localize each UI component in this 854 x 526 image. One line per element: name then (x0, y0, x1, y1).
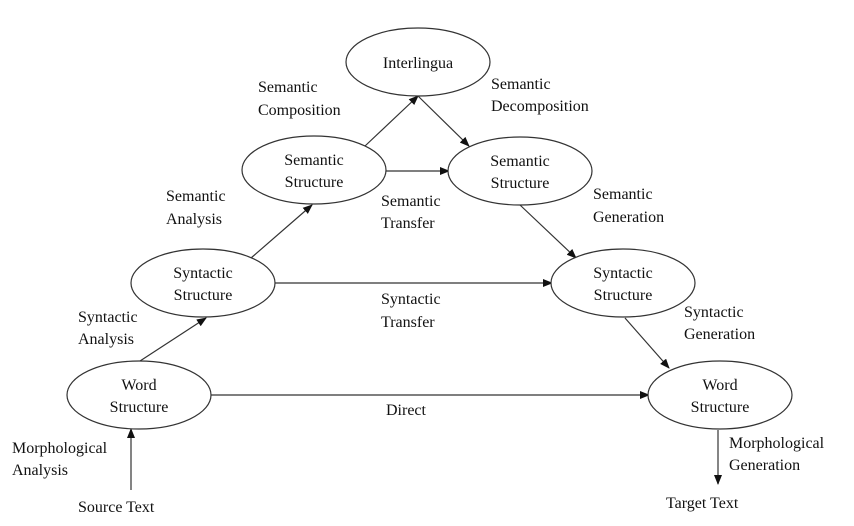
label-morphological-analysis: Morphological Analysis (12, 440, 108, 479)
node-syntactic-structure-target: Syntactic Structure (550, 248, 696, 318)
edge-label-line1: Semantic (593, 186, 653, 203)
target-text-label: Target Text (666, 495, 739, 512)
node-syntactic-structure-source: Syntactic Structure (130, 248, 276, 318)
label-syntactic-generation: Syntactic Generation (684, 304, 755, 343)
label-semantic-transfer: Semantic Transfer (381, 193, 441, 232)
edge-label-line2: Transfer (381, 314, 435, 331)
edge-semantic-decomposition (417, 95, 470, 147)
node-word-structure-target: Word Structure (647, 360, 793, 430)
label-semantic-analysis: Semantic Analysis (166, 188, 226, 228)
edge-label-line2: Analysis (166, 211, 222, 228)
edge-semantic-analysis (250, 204, 313, 259)
node-interlingua-label: Interlingua (383, 55, 453, 72)
source-text-label: Source Text (78, 499, 155, 516)
edge-label-line2: Decomposition (491, 98, 589, 115)
edge-label-line1: Syntactic (381, 291, 441, 308)
edge-label-line2: Generation (729, 457, 800, 474)
label-morphological-generation: Morphological Generation (729, 435, 825, 474)
node-label-line2: Structure (110, 399, 169, 416)
label-semantic-generation: Semantic Generation (593, 186, 664, 226)
node-label-line1: Syntactic (173, 265, 233, 282)
edge-label-line2: Analysis (78, 331, 134, 348)
edge-label-line1: Morphological (12, 440, 108, 457)
node-label-line1: Word (121, 377, 156, 394)
edge-semantic-composition (364, 95, 419, 147)
edge-label-line2: Generation (593, 209, 664, 226)
node-word-structure-source: Word Structure (66, 360, 212, 430)
node-semantic-structure-target: Semantic Structure (447, 136, 593, 206)
node-label-line1: Semantic (490, 153, 550, 170)
label-semantic-composition: Semantic Composition (258, 79, 341, 119)
edge-label-line1: Semantic (258, 79, 318, 96)
label-syntactic-analysis: Syntactic Analysis (78, 309, 138, 348)
node-label-line1: Semantic (284, 152, 344, 169)
label-direct: Direct (386, 402, 427, 419)
edge-label-line1: Semantic (381, 193, 441, 210)
edge-label-line1: Syntactic (78, 309, 138, 326)
node-label-line2: Structure (174, 287, 233, 304)
edge-label-line2: Generation (684, 326, 755, 343)
edge-label-line1: Semantic (491, 76, 551, 93)
node-semantic-structure-source: Semantic Structure (241, 135, 387, 205)
node-interlingua: Interlingua (345, 27, 491, 97)
node-label-line2: Structure (285, 174, 344, 191)
edge-syntactic-analysis (139, 317, 207, 362)
edge-label-line2: Transfer (381, 215, 435, 232)
edge-label-line2: Analysis (12, 462, 68, 479)
node-label-line2: Structure (691, 399, 750, 416)
edge-syntactic-generation (624, 317, 670, 369)
edge-label-line2: Composition (258, 102, 341, 119)
label-syntactic-transfer: Syntactic Transfer (381, 291, 441, 331)
label-semantic-decomposition: Semantic Decomposition (491, 76, 589, 115)
node-label-line2: Structure (594, 287, 653, 304)
edge-label-line1: Morphological (729, 435, 825, 452)
node-label-line1: Word (702, 377, 737, 394)
node-label-line2: Structure (491, 175, 550, 192)
node-label-line1: Syntactic (593, 265, 653, 282)
edge-label-line1: Syntactic (684, 304, 744, 321)
edge-label-line1: Semantic (166, 188, 226, 205)
edge-semantic-generation (519, 204, 577, 259)
